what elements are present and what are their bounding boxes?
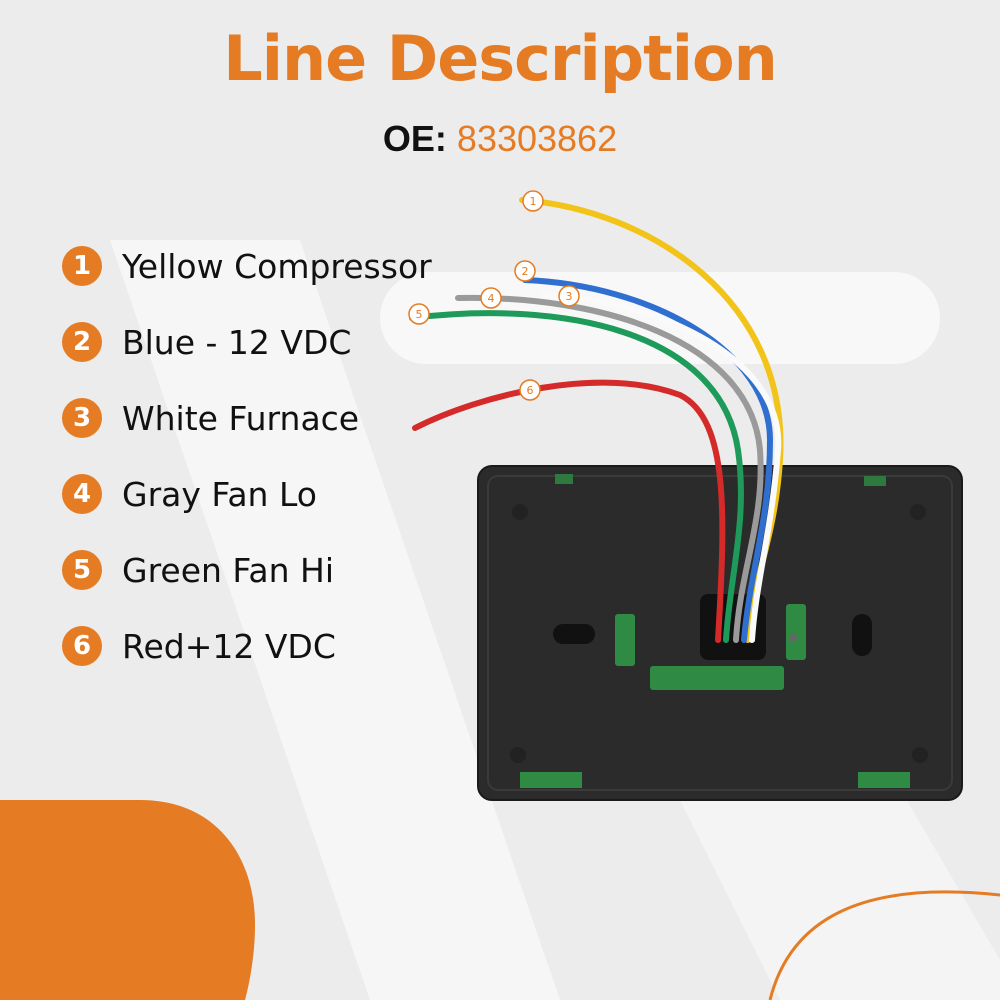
line-number-badge: 4: [62, 474, 102, 514]
line-label: Red+12 VDC: [122, 626, 336, 666]
wire-marker-5: 5: [408, 303, 430, 325]
line-number-badge: 5: [62, 550, 102, 590]
orange-arc: [768, 890, 1000, 1000]
oe-value: 83303862: [456, 118, 618, 159]
svg-text:1: 1: [530, 195, 537, 208]
svg-text:2: 2: [522, 265, 529, 278]
line-label: Gray Fan Lo: [122, 474, 317, 514]
line-label: Green Fan Hi: [122, 550, 334, 590]
line-item-2: 2 Blue - 12 VDC: [62, 304, 432, 380]
oe-number: OE: 83303862: [0, 118, 1000, 160]
line-number-badge: 1: [62, 246, 102, 286]
svg-text:4: 4: [488, 292, 495, 305]
wire-green: [409, 310, 744, 643]
line-item-1: 1 Yellow Compressor: [62, 228, 432, 304]
wire-gray: [455, 294, 764, 643]
wire-blue: [522, 277, 774, 643]
wire-red: [412, 379, 726, 643]
svg-text:6: 6: [527, 384, 534, 397]
line-number-badge: 2: [62, 322, 102, 362]
line-label: White Furnace: [122, 398, 360, 438]
wire-marker-4: 4: [480, 287, 502, 309]
wire-marker-2: 2: [514, 260, 536, 282]
page-title: Line Description: [223, 22, 778, 95]
wire-marker-6: 6: [519, 379, 541, 401]
line-number-badge: 3: [62, 398, 102, 438]
line-item-6: 6 Red+12 VDC: [62, 608, 432, 684]
svg-text:5: 5: [416, 308, 423, 321]
svg-text:3: 3: [566, 290, 573, 303]
line-label: Blue - 12 VDC: [122, 322, 352, 362]
wire-marker-1: 1: [522, 190, 544, 212]
orange-blob: [0, 800, 255, 1000]
line-item-4: 4 Gray Fan Lo: [62, 456, 432, 532]
oe-label: OE:: [382, 118, 447, 159]
line-item-5: 5 Green Fan Hi: [62, 532, 432, 608]
line-item-3: 3 White Furnace: [62, 380, 432, 456]
line-list: 1 Yellow Compressor 2 Blue - 12 VDC 3 Wh…: [62, 228, 432, 684]
wire-white: [542, 292, 782, 643]
line-number-badge: 6: [62, 626, 102, 666]
line-label: Yellow Compressor: [122, 246, 432, 286]
wire-marker-3: 3: [558, 285, 580, 307]
